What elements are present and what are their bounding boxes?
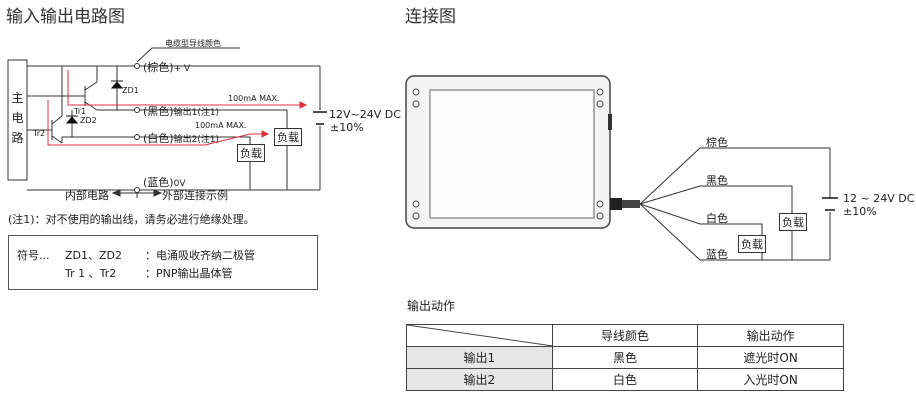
zener-diode-icon: [110, 81, 124, 89]
table-row: 输出2 白色 入光时ON: [406, 368, 844, 391]
internal-circuit-label: 内部电路: [65, 189, 109, 202]
screw-icon: [412, 212, 420, 220]
table-cell: 入光时ON: [697, 368, 844, 391]
table-corner-cell: [406, 324, 553, 347]
symbol-zd-name: ZD1、ZD2: [65, 249, 123, 262]
cable-plug: [622, 200, 640, 208]
table-cell: 白色: [551, 368, 699, 391]
table-cell: 遮光时ON: [697, 346, 844, 369]
zd2-label: ZD2: [80, 116, 97, 125]
table-header-row: 导线颜色 输出动作: [406, 324, 844, 347]
screw-icon: [412, 88, 420, 96]
connection-title: 连接图: [405, 7, 456, 27]
external-example-label: 外部连接示例: [162, 189, 228, 202]
conn-supply-voltage: 12 ~ 24V DC: [843, 192, 915, 205]
screw-icon: [596, 88, 604, 96]
current-label-1: 100mA MAX.: [228, 94, 280, 103]
tr2-label: Tr2: [33, 129, 46, 138]
symbols-label: 符号...: [17, 249, 50, 262]
screw-icon: [596, 200, 604, 208]
screw-icon: [596, 100, 604, 108]
conn-load-box-1: 负载: [779, 213, 807, 231]
output-action-table: 导线颜色 输出动作 输出1 黑色 遮光时ON 输出2 白色 入光时ON: [406, 324, 844, 391]
wire-black-label: (黑色)输出1(注1): [143, 105, 220, 118]
screw-icon: [412, 200, 420, 208]
table-cell: 黑色: [551, 346, 699, 369]
unused-output-note: (注1)：对不使用的输出线，请务必进行绝缘处理。: [8, 213, 255, 226]
corner-diagonal: [407, 325, 553, 346]
wire-blue-label: (蓝色)0V: [143, 176, 186, 189]
output-action-title: 输出动作: [407, 299, 456, 313]
connection-diagram: [405, 75, 838, 261]
main-char-3: 路: [11, 131, 24, 145]
wire-brown-label: (棕色)+ V: [143, 61, 191, 74]
sensor-window: [429, 89, 595, 219]
circuit-diagram: [7, 47, 327, 198]
conn-wire-blue: 蓝色: [706, 248, 728, 261]
current-label-2: 100mA MAX.: [195, 121, 247, 130]
load-box-1: 负载: [274, 128, 302, 146]
cable-connector: [610, 198, 622, 210]
conn-load-box-2: 负载: [738, 235, 766, 253]
supply-tolerance: ±10%: [330, 121, 364, 134]
table-cell: 输出2: [406, 368, 553, 391]
conn-wire-brown: 棕色: [706, 136, 728, 149]
symbol-tr-desc: ：PNP输出晶体管: [145, 267, 233, 280]
main-char-2: 电: [11, 111, 24, 125]
tr1-label: Tr1: [74, 107, 87, 116]
conn-wire-white: 白色: [706, 212, 728, 225]
conn-wire-black: 黑色: [706, 174, 728, 187]
load-box-2: 负载: [237, 144, 265, 162]
zener-diode-icon: [65, 116, 79, 124]
table-row: 输出1 黑色 遮光时ON: [406, 346, 844, 369]
conn-supply-tolerance: ±10%: [843, 205, 877, 218]
table-cell: 输出1: [406, 346, 553, 369]
wire-white-label: (白色)输出2(注1): [143, 132, 220, 145]
symbol-zd-desc: ：电涌吸收齐纳二极管: [145, 249, 255, 262]
main-circuit-box: [7, 59, 28, 181]
main-circuit-label: 主 电 路: [9, 88, 26, 148]
cable-color-note: 电缆型导线颜色: [165, 39, 221, 48]
symbol-tr-name: Tr 1 、Tr2: [65, 267, 117, 280]
circuit-title: 输入输出电路图: [6, 7, 125, 27]
symbols-legend: 符号... ZD1、ZD2 ：电涌吸收齐纳二极管 Tr 1 、Tr2 ：PNP输…: [8, 235, 318, 290]
table-header-cell: 导线颜色: [551, 324, 699, 347]
screw-icon: [412, 100, 420, 108]
table-header-cell: 输出动作: [697, 324, 844, 347]
main-char-1: 主: [11, 91, 24, 105]
zd1-label: ZD1: [122, 86, 139, 95]
screw-icon: [596, 212, 604, 220]
supply-voltage: 12V~24V DC: [329, 108, 401, 121]
